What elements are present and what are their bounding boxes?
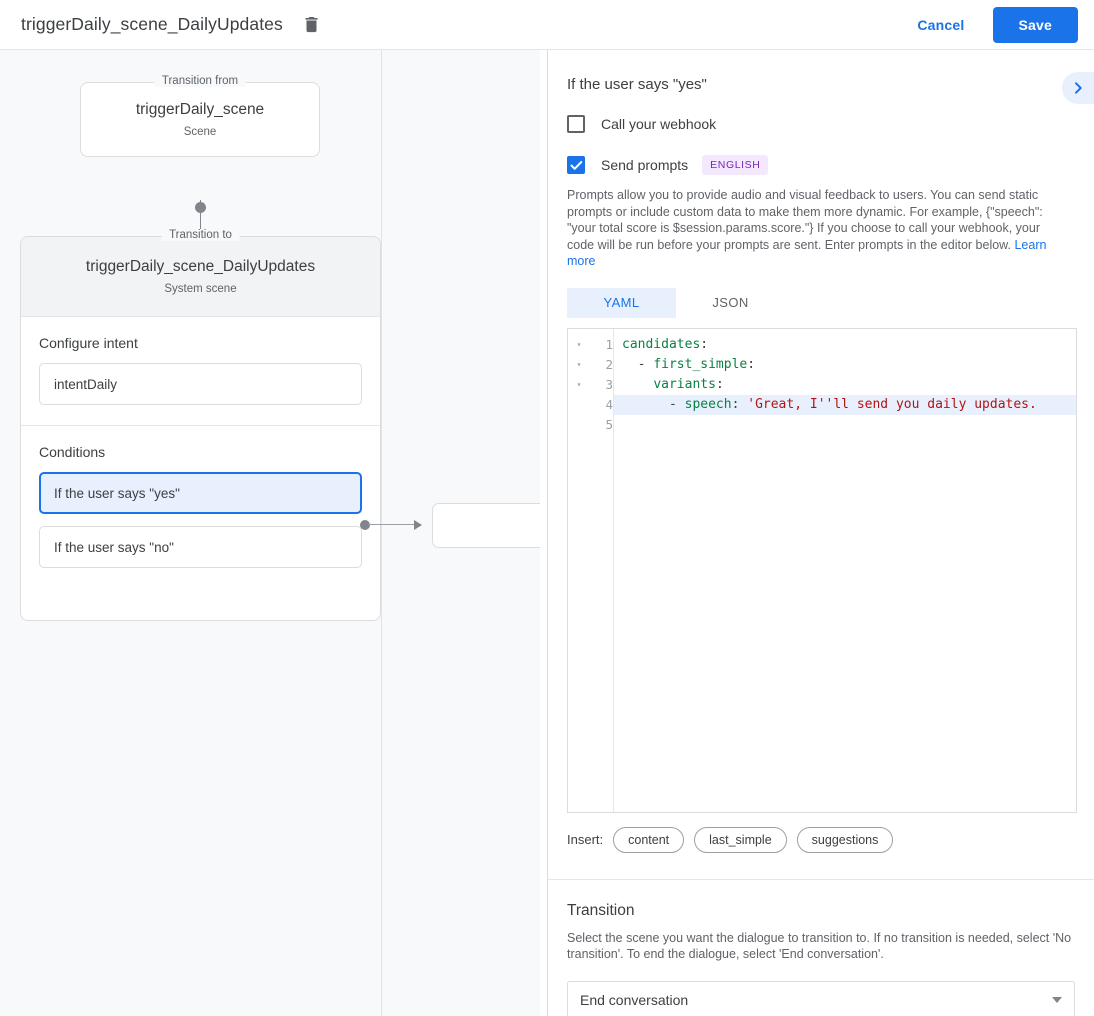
chevron-down-icon xyxy=(1052,996,1062,1003)
transition-from-title: triggerDaily_scene xyxy=(135,101,265,118)
configure-intent-section: Configure intent intentDaily xyxy=(21,317,380,425)
transition-select-value: End conversation xyxy=(580,991,689,1008)
transition-select[interactable]: End conversation xyxy=(567,980,1075,1016)
condition-item-yes[interactable]: If the user says "yes" xyxy=(39,472,362,514)
editor-code-area[interactable]: candidates: - first_simple: variants: - … xyxy=(614,329,1076,812)
prompts-description: Prompts allow you to provide audio and v… xyxy=(548,187,1072,270)
save-button[interactable]: Save xyxy=(992,6,1078,43)
condition-edge-line xyxy=(368,524,416,525)
transition-section: Transition Select the scene you want the… xyxy=(548,880,1094,1016)
trash-icon xyxy=(305,17,318,33)
insert-label: Insert: xyxy=(567,832,604,847)
tab-json[interactable]: JSON xyxy=(712,295,749,310)
learn-more-link[interactable]: Learn more xyxy=(567,237,1047,269)
fold-marker[interactable]: ▾ xyxy=(576,360,582,369)
transition-from-subtitle: Scene xyxy=(183,126,217,138)
send-prompts-checkbox[interactable] xyxy=(567,156,585,174)
fold-marker xyxy=(568,395,590,415)
conditions-label: Conditions xyxy=(39,444,106,460)
webhook-row[interactable]: Call your webhook xyxy=(548,115,1094,133)
condition-edge-arrow-icon xyxy=(414,520,422,530)
transition-to-header: triggerDaily_scene_DailyUpdates System s… xyxy=(21,237,380,317)
prompt-code-editor[interactable]: ▾ ▾ ▾ 1 2 3 4 5 candidates: - first_simp… xyxy=(567,327,1077,813)
page-title: triggerDaily_scene_DailyUpdates xyxy=(21,14,283,34)
cancel-button[interactable]: Cancel xyxy=(903,8,978,42)
checkmark-icon xyxy=(570,160,582,170)
node-transition-from[interactable]: Transition from triggerDaily_scene Scene xyxy=(80,75,320,157)
code-line: variants: xyxy=(653,376,724,392)
language-badge: ENGLISH xyxy=(702,155,769,175)
line-number: 4 xyxy=(605,396,613,412)
configure-intent-label: Configure intent xyxy=(39,335,138,351)
prompts-description-text: Prompts allow you to provide audio and v… xyxy=(567,188,1043,252)
transition-from-legend: Transition from xyxy=(153,75,247,87)
canvas-divider xyxy=(381,50,382,1016)
editor-fold-gutter: ▾ ▾ ▾ xyxy=(568,328,590,812)
details-panel: If the user says "yes" Call your webhook… xyxy=(547,50,1094,1016)
top-bar: triggerDaily_scene_DailyUpdates Cancel S… xyxy=(0,0,1094,50)
transition-to-title: triggerDaily_scene_DailyUpdates xyxy=(85,258,316,275)
chevron-right-icon xyxy=(1075,82,1082,94)
fold-marker xyxy=(568,415,590,435)
transition-title: Transition xyxy=(567,901,635,919)
panel-header: If the user says "yes" xyxy=(548,50,1094,104)
top-bar-actions: Cancel Save xyxy=(903,6,1094,43)
transition-description: Select the scene you want the dialogue t… xyxy=(567,930,1072,962)
editor-line-numbers: 1 2 3 4 5 xyxy=(590,328,614,812)
delete-button[interactable] xyxy=(299,12,325,38)
line-number: 3 xyxy=(605,376,613,392)
code-line xyxy=(614,415,1076,435)
call-webhook-checkbox[interactable] xyxy=(567,115,585,133)
node-transition-to[interactable]: Transition to triggerDaily_scene_DailyUp… xyxy=(20,229,381,621)
line-number: 5 xyxy=(605,416,613,432)
condition-item-no[interactable]: If the user says "no" xyxy=(39,526,362,568)
call-webhook-label: Call your webhook xyxy=(601,116,717,132)
insert-row: Insert: content last_simple suggestions xyxy=(548,826,1094,853)
conditions-section: Conditions If the user says "yes" If the… xyxy=(21,425,380,588)
code-line: candidates: xyxy=(622,336,709,352)
panel-separator xyxy=(548,878,1094,880)
node-next-clipped[interactable] xyxy=(432,503,540,548)
line-number: 2 xyxy=(605,356,613,372)
condition-edge-dot xyxy=(360,520,370,530)
code-line: - speech: 'Great, I''ll send you daily u… xyxy=(614,394,1076,415)
insert-chip-last-simple[interactable]: last_simple xyxy=(694,826,787,853)
transition-to-legend: Transition to xyxy=(161,229,240,241)
intent-value-field[interactable]: intentDaily xyxy=(39,363,362,405)
expand-panel-button[interactable] xyxy=(1062,72,1094,104)
transition-to-subtitle: System scene xyxy=(164,283,237,295)
send-prompts-row[interactable]: Send prompts ENGLISH xyxy=(548,155,1094,175)
tab-yaml[interactable]: YAML xyxy=(567,287,676,318)
send-prompts-label: Send prompts xyxy=(601,157,689,173)
panel-title: If the user says "yes" xyxy=(567,76,707,93)
line-number: 1 xyxy=(605,336,613,352)
format-tabs: YAML JSON xyxy=(548,287,1094,318)
insert-chip-suggestions[interactable]: suggestions xyxy=(796,826,894,853)
code-line: - first_simple: xyxy=(622,356,756,372)
insert-chip-content[interactable]: content xyxy=(613,826,685,853)
flow-canvas[interactable]: Transition from triggerDaily_scene Scene… xyxy=(0,50,540,1016)
fold-marker[interactable]: ▾ xyxy=(576,380,582,389)
fold-marker[interactable]: ▾ xyxy=(576,340,582,349)
